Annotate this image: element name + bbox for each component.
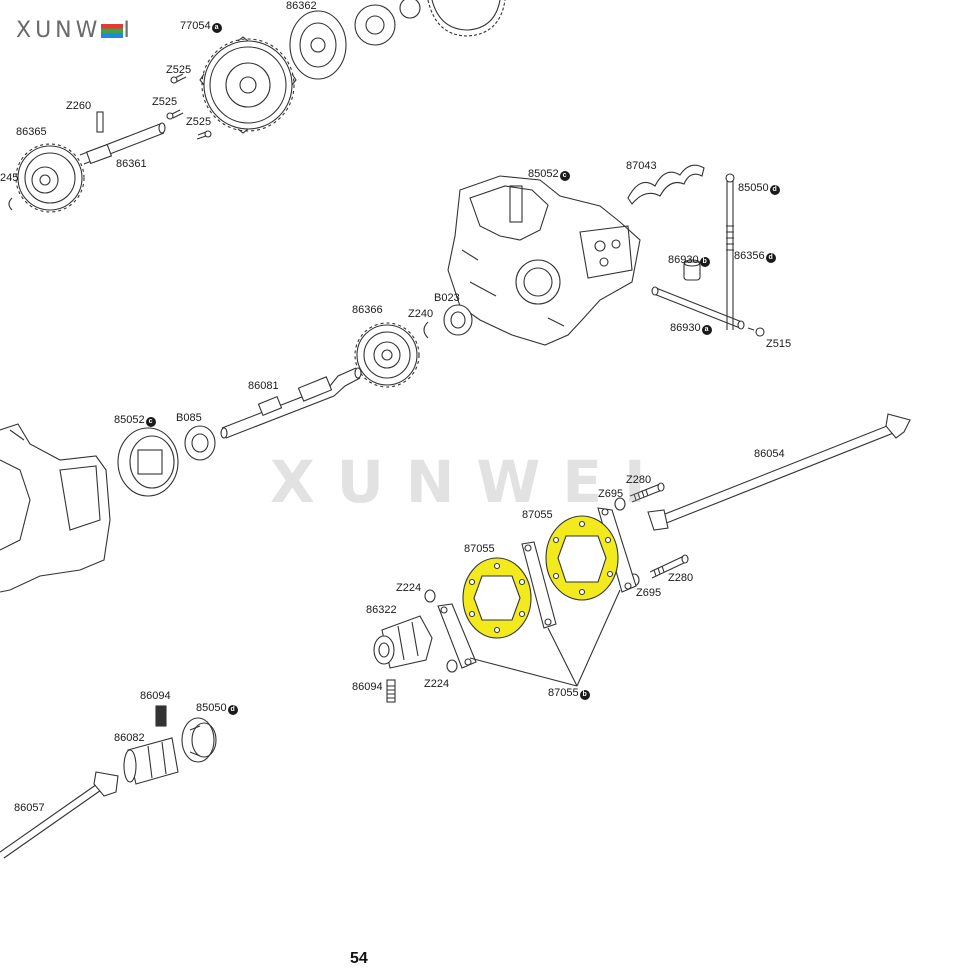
part-label: 86322 xyxy=(366,604,397,616)
screw-z525-a xyxy=(170,73,187,84)
part-label: Z695 xyxy=(636,587,662,599)
part-label: 86094 xyxy=(140,690,171,702)
part-label: 86361 xyxy=(116,158,147,170)
part-label: Z280 xyxy=(668,572,694,584)
part-label: 86094 xyxy=(352,681,383,693)
shaft-86361 xyxy=(79,122,166,165)
screw-z515 xyxy=(747,327,765,337)
part-label: Z224 xyxy=(396,582,422,594)
part-label: 86057 xyxy=(14,802,45,814)
part-label: Z525 xyxy=(152,96,178,108)
part-label: 86366 xyxy=(352,304,383,316)
outdrive-86082 xyxy=(123,737,179,785)
brake-link-middle xyxy=(521,541,557,629)
outdrive-cup-85050 xyxy=(181,717,217,763)
shaft-86081 xyxy=(220,367,362,439)
gearbox-housing-lower xyxy=(0,423,111,593)
watermark-text: XUNWEI xyxy=(270,448,668,516)
gear-86365 xyxy=(15,143,85,213)
shaft-86930 xyxy=(651,286,745,330)
driveshaft-86057 xyxy=(0,771,119,859)
brake-disc-87055-rear xyxy=(545,515,619,601)
callout-lines-87055 xyxy=(469,589,621,687)
top-disc xyxy=(289,10,347,80)
brand-logo: XUNW I xyxy=(16,18,134,43)
set-screw-86094-bottom xyxy=(155,705,167,727)
clip-245 xyxy=(8,197,13,211)
part-label: 86082 xyxy=(114,732,145,744)
brand-logo-text-b: I xyxy=(123,18,134,43)
center-outdrive-86322 xyxy=(373,615,433,669)
pin-z260 xyxy=(96,111,104,133)
outdrive-cup-85052 xyxy=(117,427,179,497)
washer-z224-b xyxy=(446,659,458,673)
part-label: 245 xyxy=(0,172,19,184)
screw-z280-a xyxy=(629,482,665,503)
screw-z280-b xyxy=(649,554,689,579)
rod-86356 xyxy=(725,173,735,330)
brand-logo-stripe xyxy=(101,24,124,38)
set-screw-86094-center xyxy=(386,679,396,703)
part-label: Z240 xyxy=(408,308,434,320)
washer-z695-a xyxy=(614,497,626,511)
washer-z224-a xyxy=(424,589,436,603)
part-label: 87043 xyxy=(626,160,657,172)
part-label: 86365 xyxy=(16,126,47,138)
part-label: 86081 xyxy=(248,380,279,392)
part-label: Z525 xyxy=(186,116,212,128)
part-label: Z695 xyxy=(598,488,624,500)
part-label: Z525 xyxy=(166,64,192,76)
brake-link-front xyxy=(437,603,477,669)
screw-z525-c xyxy=(196,130,212,140)
page-number: 54 xyxy=(350,950,368,967)
part-label: 86054 xyxy=(754,448,785,460)
bearing-b023 xyxy=(443,304,473,336)
brake-disc-87055-front xyxy=(462,557,532,639)
driveshaft-86054 xyxy=(647,413,911,531)
part-label: 86362 xyxy=(286,0,317,12)
part-label: B023 xyxy=(434,292,460,304)
part-label: Z224 xyxy=(424,678,450,690)
gearbox-housing-upper xyxy=(447,175,641,346)
clip-z240 xyxy=(423,321,429,339)
part-label: Z280 xyxy=(626,474,652,486)
bushing-86930 xyxy=(683,259,701,281)
top-collar xyxy=(354,0,421,46)
part-label: Z260 xyxy=(66,100,92,112)
part-label: Z515 xyxy=(766,338,792,350)
gear-86366 xyxy=(354,322,420,388)
part-label: 87055 xyxy=(522,509,553,521)
part-87043 xyxy=(627,164,705,205)
brand-logo-text-a: XUNW xyxy=(16,18,102,43)
part-label: B085 xyxy=(176,412,202,424)
bearing-b085 xyxy=(184,425,216,461)
screw-z525-b xyxy=(166,109,184,120)
part-label: 87055 xyxy=(464,543,495,555)
top-spur-gear xyxy=(199,36,297,134)
top-right-gear xyxy=(427,0,506,37)
